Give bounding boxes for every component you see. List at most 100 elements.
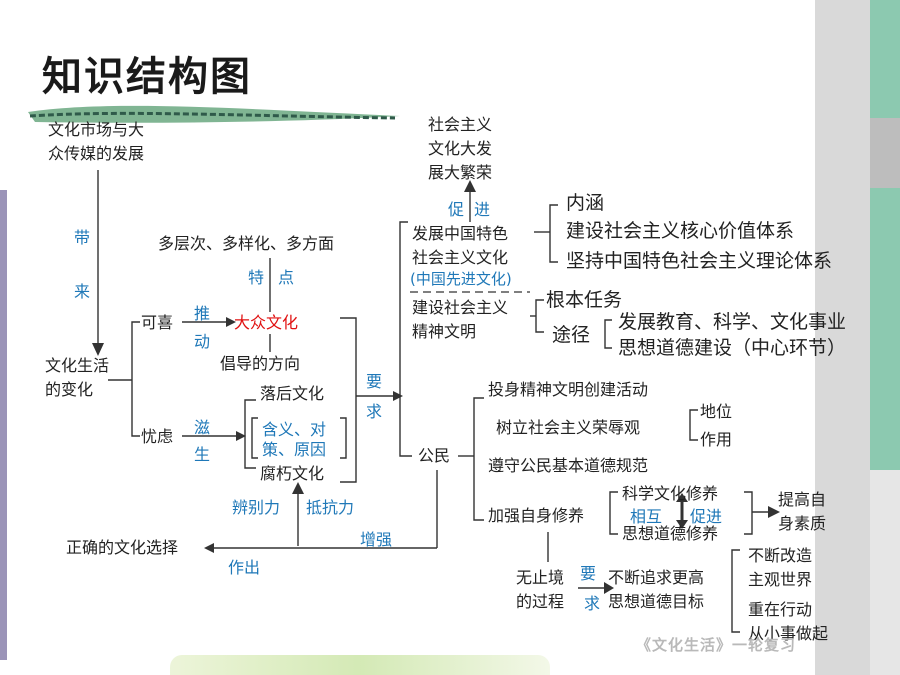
node-decadent-culture: 腐朽文化 [260, 464, 325, 483]
node-prosperity-line1: 社会主义 [428, 115, 493, 134]
node-spiritual-line1: 建设社会主义 [412, 298, 509, 317]
arrowhead-mutual-up [676, 493, 688, 502]
node-develop-line2: 社会主义文化 [412, 248, 509, 267]
node-role: 作用 [700, 430, 733, 449]
label-req2-1: 要 [580, 564, 597, 583]
label-make: 作出 [228, 558, 261, 577]
node-honor-shame: 树立社会主义荣辱观 [496, 418, 641, 437]
bracket-big [399, 221, 412, 457]
bracket-citizen [473, 397, 484, 521]
node-sci-culture: 科学文化修养 [622, 484, 719, 503]
arrowhead-req2 [604, 582, 614, 594]
node-develop-line1: 发展中国特色 [412, 224, 509, 243]
label-breed-2: 生 [194, 445, 211, 464]
node-worrying: 忧虑 [141, 427, 174, 446]
label-req2-2: 求 [584, 594, 601, 613]
node-core-values: 建设社会主义核心价值体系 [566, 220, 795, 242]
deco-bottom-leaf [170, 655, 550, 675]
label-features: 特点 [248, 266, 294, 290]
label-strengthen: 增强 [360, 530, 393, 549]
label-promote-each: 促进 [690, 507, 723, 526]
arrowhead-breed [236, 431, 246, 441]
node-education: 发展教育、科学、文化事业 [618, 311, 847, 333]
node-develop-line3: (中国先进文化) [410, 270, 512, 288]
label-require-2: 求 [366, 402, 383, 421]
label-promote-1: 推 [194, 304, 211, 323]
label-brings-2: 来 [74, 282, 91, 301]
node-reform-line1: 不断改造 [748, 546, 813, 565]
label-boost-2: 进 [474, 200, 491, 219]
footer-course-label: 《文化生活》一轮复习 [636, 636, 797, 654]
node-endless-line2: 的过程 [516, 592, 565, 611]
node-prosperity-line3: 展大繁荣 [428, 163, 493, 182]
bracket-culture [244, 399, 256, 469]
arrowhead-boost [464, 180, 476, 192]
node-moral-culture: 思想道德修养 [622, 524, 719, 543]
node-multi-level: 多层次、多样化、多方面 [158, 234, 335, 253]
label-brings-1: 带 [74, 228, 91, 247]
node-improve-line1: 提高自 [778, 490, 827, 509]
arrowhead-brings [92, 343, 104, 356]
arrowhead-choice [204, 543, 214, 553]
arrowhead-promote [226, 317, 236, 327]
label-breed-1: 滋 [194, 418, 211, 437]
node-moral-building: 思想道德建设（中心环节） [618, 337, 847, 359]
bracket-meaning-left [251, 417, 258, 459]
node-change-line1: 文化生活 [45, 356, 110, 375]
node-market-media-line1: 文化市场与大 [48, 120, 145, 139]
bracket-improve-left [744, 491, 753, 535]
node-obey-norms: 遵守公民基本道德规范 [488, 456, 649, 475]
bracket-spiritual [535, 299, 544, 333]
node-approach: 途径 [552, 324, 591, 346]
label-discern: 辨别力 [232, 498, 281, 517]
label-boost: 促进 [448, 198, 490, 222]
label-features-1: 特 [248, 268, 265, 287]
deco-left-bar [0, 190, 7, 660]
page-title: 知识结构图 [42, 54, 252, 100]
label-mutual: 相互 [630, 507, 663, 526]
bracket-right-main [340, 317, 357, 483]
node-action-line2: 从小事做起 [748, 624, 829, 643]
node-mass-culture: 大众文化 [234, 313, 299, 332]
deco-right-gray-block [815, 0, 870, 675]
deco-right-green-block [870, 0, 900, 470]
node-improve-line2: 身素质 [778, 514, 827, 533]
bracket-change [131, 321, 140, 437]
arrowhead-mutual-down [676, 520, 688, 529]
node-right-choice: 正确的文化选择 [66, 538, 179, 557]
node-spiritual-line2: 精神文明 [412, 322, 477, 341]
node-connotation: 内涵 [566, 192, 605, 214]
node-reform-line2: 主观世界 [748, 570, 813, 589]
bracket-connotation [549, 204, 558, 263]
node-meaning-line1: 含义、对 [262, 420, 327, 439]
label-features-2: 点 [278, 268, 295, 287]
node-prosperity-line2: 文化大发 [428, 139, 493, 158]
bracket-approach [604, 319, 612, 349]
bracket-honor [689, 409, 698, 441]
arrowhead-discern [292, 482, 304, 494]
label-boost-1: 促 [448, 200, 465, 219]
bracket-cultivation [609, 491, 618, 535]
node-citizen: 公民 [418, 446, 451, 465]
label-require-1: 要 [366, 372, 383, 391]
title-brush-stroke-dark [29, 111, 396, 120]
node-advocated-direction: 倡导的方向 [220, 354, 301, 373]
arrowhead-require [393, 391, 403, 401]
node-fundamental-task: 根本任务 [546, 289, 623, 311]
node-gratifying: 可喜 [141, 313, 174, 332]
node-moral-goal: 思想道德目标 [608, 592, 705, 611]
node-backward-culture: 落后文化 [260, 384, 325, 403]
arrowhead-improve [768, 506, 780, 518]
node-market-media-line2: 众传媒的发展 [48, 144, 145, 163]
node-theory-system: 坚持中国特色社会主义理论体系 [566, 250, 833, 272]
node-join-activities: 投身精神文明创建活动 [488, 380, 649, 399]
node-pursue-higher: 不断追求更高 [608, 568, 705, 587]
node-action-line1: 重在行动 [748, 600, 813, 619]
bracket-meaning-right [340, 417, 347, 459]
label-promote-2: 动 [194, 332, 211, 351]
node-endless-line1: 无止境 [516, 568, 565, 587]
label-resist: 抵抗力 [306, 498, 355, 517]
deco-right-gray-block-2 [870, 118, 900, 188]
bracket-reform [731, 549, 740, 633]
